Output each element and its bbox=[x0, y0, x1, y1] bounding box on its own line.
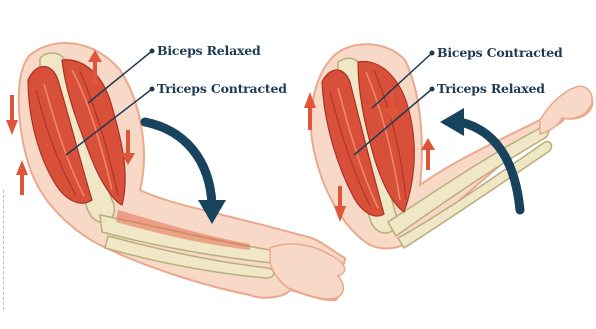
right-arm-flexed bbox=[304, 44, 592, 248]
curved-arrow-down-icon bbox=[145, 122, 212, 205]
right-triceps-label: Triceps Relaxed bbox=[437, 81, 545, 96]
side-watermark-strip bbox=[3, 190, 8, 310]
right-hand bbox=[540, 86, 592, 134]
left-biceps-label: Biceps Relaxed bbox=[157, 43, 261, 58]
left-triceps-label: Triceps Contracted bbox=[157, 81, 287, 96]
right-biceps-label: Biceps Contracted bbox=[437, 45, 563, 60]
